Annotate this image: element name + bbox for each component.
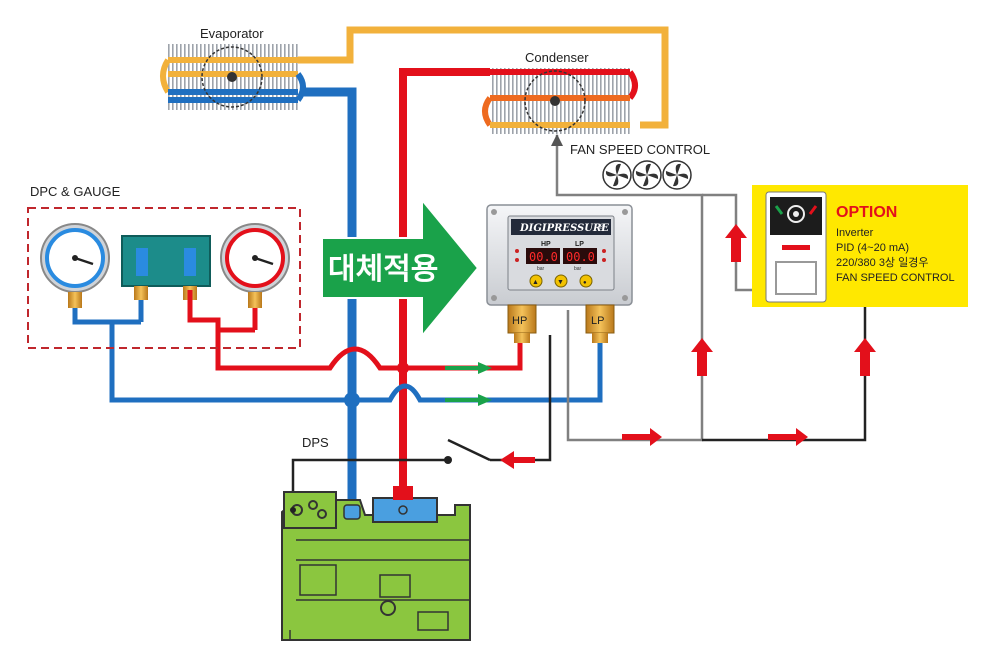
evaporator-label: Evaporator bbox=[200, 26, 264, 41]
evaporator-fan bbox=[201, 46, 263, 108]
lp-fitting: LP bbox=[585, 304, 615, 343]
fan-speed-control-label: FAN SPEED CONTROL bbox=[570, 142, 710, 157]
lp-display bbox=[563, 248, 597, 264]
svg-text:00.0: 00.0 bbox=[529, 250, 558, 264]
svg-text:LP: LP bbox=[575, 241, 584, 248]
green-flow-arrows bbox=[445, 362, 492, 406]
svg-text:▼: ▼ bbox=[557, 279, 564, 286]
svg-text:bar: bar bbox=[574, 266, 582, 272]
controller-keys: ▲ ▼ ● bbox=[529, 274, 593, 288]
fan-control-arrowhead bbox=[551, 134, 563, 146]
black-line-option bbox=[702, 288, 867, 442]
fan-icon bbox=[602, 160, 632, 190]
red-junction bbox=[397, 362, 409, 374]
svg-text:●: ● bbox=[583, 280, 587, 286]
blue-suction-pipe bbox=[300, 87, 357, 505]
dpc-switch bbox=[112, 235, 211, 325]
option-line-2: PID (4~20 mA) bbox=[836, 242, 909, 254]
set-key[interactable] bbox=[579, 274, 593, 288]
dpc-gauge-group: DPC & GAUGE bbox=[27, 184, 301, 349]
up-key[interactable] bbox=[529, 274, 543, 288]
lp-gauge bbox=[40, 223, 110, 322]
digipressure-controller: DIGIPRESSURE ® HP LP 00.0 00.0 bar bar ▲… bbox=[486, 204, 633, 343]
svg-text:HP: HP bbox=[541, 241, 551, 248]
svg-text:bar: bar bbox=[537, 266, 545, 272]
down-key[interactable] bbox=[554, 274, 568, 288]
red-direction-arrows bbox=[622, 224, 876, 446]
option-line-4: FAN SPEED CONTROL bbox=[836, 272, 955, 284]
dps-label: DPS bbox=[302, 435, 329, 450]
inverter-device bbox=[765, 191, 827, 303]
svg-text:00.0: 00.0 bbox=[566, 250, 595, 264]
fan-icon bbox=[662, 160, 692, 190]
svg-text:HP: HP bbox=[512, 315, 527, 327]
option-line-1: Inverter bbox=[836, 227, 874, 239]
fan-icon bbox=[632, 160, 662, 190]
orange-pipe bbox=[296, 26, 669, 129]
compressor bbox=[281, 486, 471, 641]
svg-text:®: ® bbox=[599, 223, 605, 231]
substitute-label: 대체적용 bbox=[328, 252, 438, 287]
fan-icons bbox=[602, 160, 692, 190]
red-arrow-dps bbox=[500, 451, 535, 469]
substitute-arrow: 대체적용 bbox=[321, 197, 480, 339]
hp-display bbox=[526, 248, 560, 264]
blue-junction bbox=[344, 392, 360, 408]
svg-text:LP: LP bbox=[591, 315, 604, 327]
gray-line-fan bbox=[555, 135, 704, 442]
dpc-gauge-box bbox=[27, 207, 301, 349]
red-hp-line bbox=[187, 290, 523, 371]
condenser: Condenser bbox=[482, 50, 638, 134]
hp-fitting: HP bbox=[507, 304, 537, 343]
dpc-gauge-label: DPC & GAUGE bbox=[30, 184, 121, 199]
condenser-label: Condenser bbox=[525, 50, 589, 65]
evaporator: Evaporator bbox=[160, 26, 306, 110]
condenser-fan bbox=[524, 70, 586, 132]
brand-text: DIGIPRESSURE bbox=[519, 223, 609, 234]
hp-gauge bbox=[218, 223, 290, 333]
red-discharge-pipe bbox=[399, 68, 490, 505]
svg-text:▲: ▲ bbox=[532, 279, 539, 286]
option-title: OPTION bbox=[836, 204, 897, 221]
option-line-3: 220/380 3상 일경우 bbox=[836, 255, 928, 269]
option-panel: OPTION Inverter PID (4~20 mA) 220/380 3상… bbox=[752, 185, 968, 307]
